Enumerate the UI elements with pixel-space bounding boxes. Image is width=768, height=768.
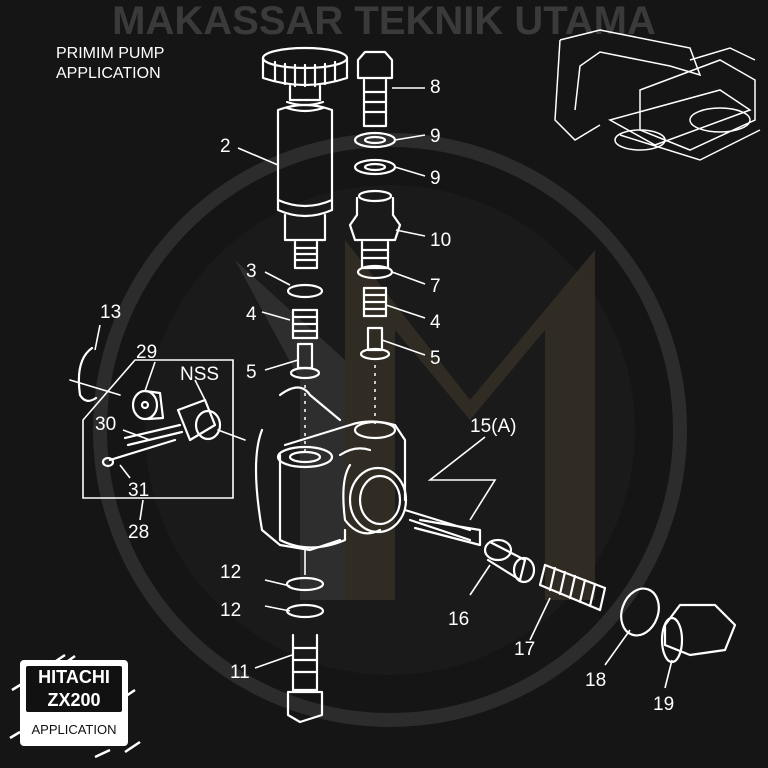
callout-2: 2 <box>220 136 231 157</box>
callout-29: 29 <box>136 342 157 363</box>
gasket-18 <box>620 587 660 637</box>
leader-lines <box>94 87 673 689</box>
callout-30: 30 <box>95 414 116 435</box>
valve-5-right <box>359 326 391 361</box>
kit-box-28 <box>69 346 246 499</box>
callout-9a: 9 <box>430 126 441 147</box>
callout-9b: 9 <box>430 168 441 189</box>
badge-caption: APPLICATION <box>31 722 117 737</box>
callout-3: 3 <box>246 261 257 282</box>
plunger-16 <box>483 538 536 584</box>
banjo-bolt-8 <box>356 50 394 128</box>
callout-15a: 15(A) <box>470 416 516 437</box>
callout-19: 19 <box>653 694 674 715</box>
hitachi-zx200-badge: HITACHI ZX200 APPLICATION <box>20 660 128 746</box>
callout-10: 10 <box>430 230 451 251</box>
callout-7: 7 <box>430 276 441 297</box>
badge-dark-panel: HITACHI ZX200 <box>26 666 122 712</box>
banjo-bolt-11 <box>286 633 324 724</box>
callout-4-left: 4 <box>246 304 257 325</box>
plug-19 <box>660 603 737 664</box>
pump-body-15a <box>254 386 482 552</box>
callout-31: 31 <box>128 480 149 501</box>
title-line-1: PRIMIM PUMP <box>56 45 165 62</box>
callout-18: 18 <box>585 670 606 691</box>
callout-12a: 12 <box>220 562 241 583</box>
watermark-text: MAKASSAR TEKNIK UTAMA <box>112 0 656 43</box>
callout-5-left: 5 <box>246 362 257 383</box>
callout-8: 8 <box>430 77 441 98</box>
callout-28: 28 <box>128 522 149 543</box>
centerlines <box>304 365 376 455</box>
watermark-logo <box>93 133 687 727</box>
callout-13: 13 <box>100 302 121 323</box>
callout-11: 11 <box>230 662 250 683</box>
callout-4-right: 4 <box>430 312 441 333</box>
badge-model: ZX200 <box>47 690 101 710</box>
o-ring-3 <box>286 283 324 299</box>
badge-brand: HITACHI <box>38 667 110 687</box>
callout-5-right: 5 <box>430 348 441 369</box>
fitting-10 <box>348 189 402 270</box>
title-line-2: APPLICATION <box>56 65 161 82</box>
callout-labels: 2 3 4 5 8 9 9 10 7 4 5 13 29 NSS 30 31 2… <box>95 77 674 715</box>
spring-17 <box>538 563 607 612</box>
callout-nss: NSS <box>180 364 219 385</box>
callout-16: 16 <box>448 609 469 630</box>
spring-4-left <box>291 308 319 340</box>
page-title: PRIMIM PUMP APPLICATION <box>56 44 164 84</box>
spring-4-right <box>362 286 388 318</box>
excavator-icon <box>554 29 761 161</box>
callout-12b: 12 <box>220 600 241 621</box>
callout-17: 17 <box>514 639 535 660</box>
primer-pump <box>261 46 349 270</box>
